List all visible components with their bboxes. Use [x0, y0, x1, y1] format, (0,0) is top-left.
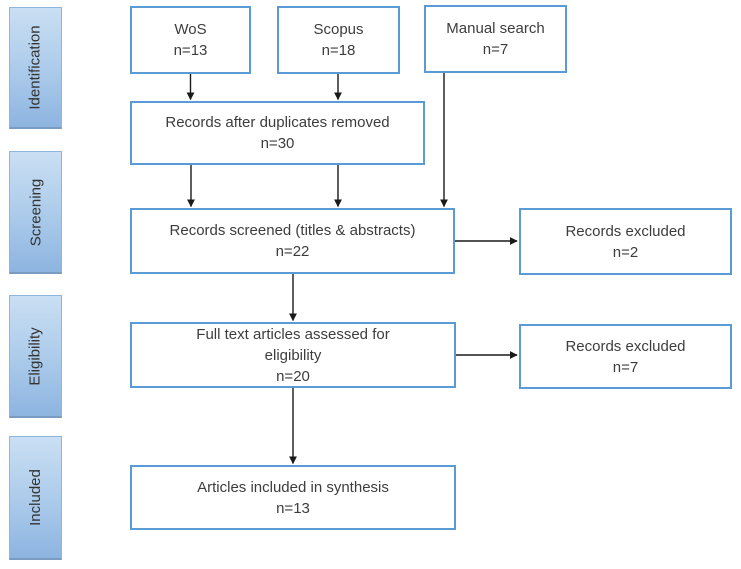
box-line: Records after duplicates removed [165, 114, 390, 131]
box-included-synthesis: Articles included in synthesis n=13 [130, 465, 456, 530]
box-duplicates-removed: Records after duplicates removed n=30 [130, 101, 425, 165]
box-count: n=22 [275, 243, 310, 260]
box-count: n=30 [260, 135, 295, 152]
box-count: n=2 [612, 243, 639, 261]
stage-eligibility: Eligibility [9, 295, 62, 418]
box-records-excluded-eligibility: Records excluded n=7 [519, 324, 732, 389]
box-line: Records excluded [565, 222, 686, 240]
box-count: n=18 [321, 42, 356, 59]
box-line: eligibility [264, 346, 322, 364]
stage-included: Included [9, 436, 62, 560]
box-count: n=13 [276, 499, 310, 517]
stage-eligibility-label: Eligibility [27, 326, 45, 386]
box-full-text-assessed: Full text articles assessed for eligibil… [130, 322, 456, 388]
stage-identification: Identification [9, 7, 62, 129]
box-line: Records excluded [565, 337, 686, 355]
box-line: Articles included in synthesis [197, 478, 389, 496]
box-records-screened: Records screened (titles & abstracts) n=… [130, 208, 455, 274]
box-line: Full text articles assessed for [196, 325, 390, 343]
box-manual-search: Manual search n=7 [424, 5, 567, 73]
stage-identification-label: Identification [27, 25, 45, 110]
box-records-excluded-screening: Records excluded n=2 [519, 208, 732, 275]
stage-included-label: Included [27, 469, 44, 526]
box-count: n=7 [612, 358, 639, 376]
box-scopus: Scopus n=18 [277, 6, 400, 74]
box-count: n=7 [482, 41, 509, 58]
box-line: Scopus [313, 21, 364, 38]
stage-screening-label: Screening [27, 178, 45, 246]
box-line: Records screened (titles & abstracts) [169, 222, 416, 239]
box-count: n=20 [276, 367, 310, 385]
box-count: n=13 [173, 42, 208, 59]
box-line: Manual search [446, 20, 545, 37]
stage-screening: Screening [9, 151, 62, 274]
box-line: WoS [174, 21, 207, 38]
box-wos: WoS n=13 [130, 6, 251, 74]
